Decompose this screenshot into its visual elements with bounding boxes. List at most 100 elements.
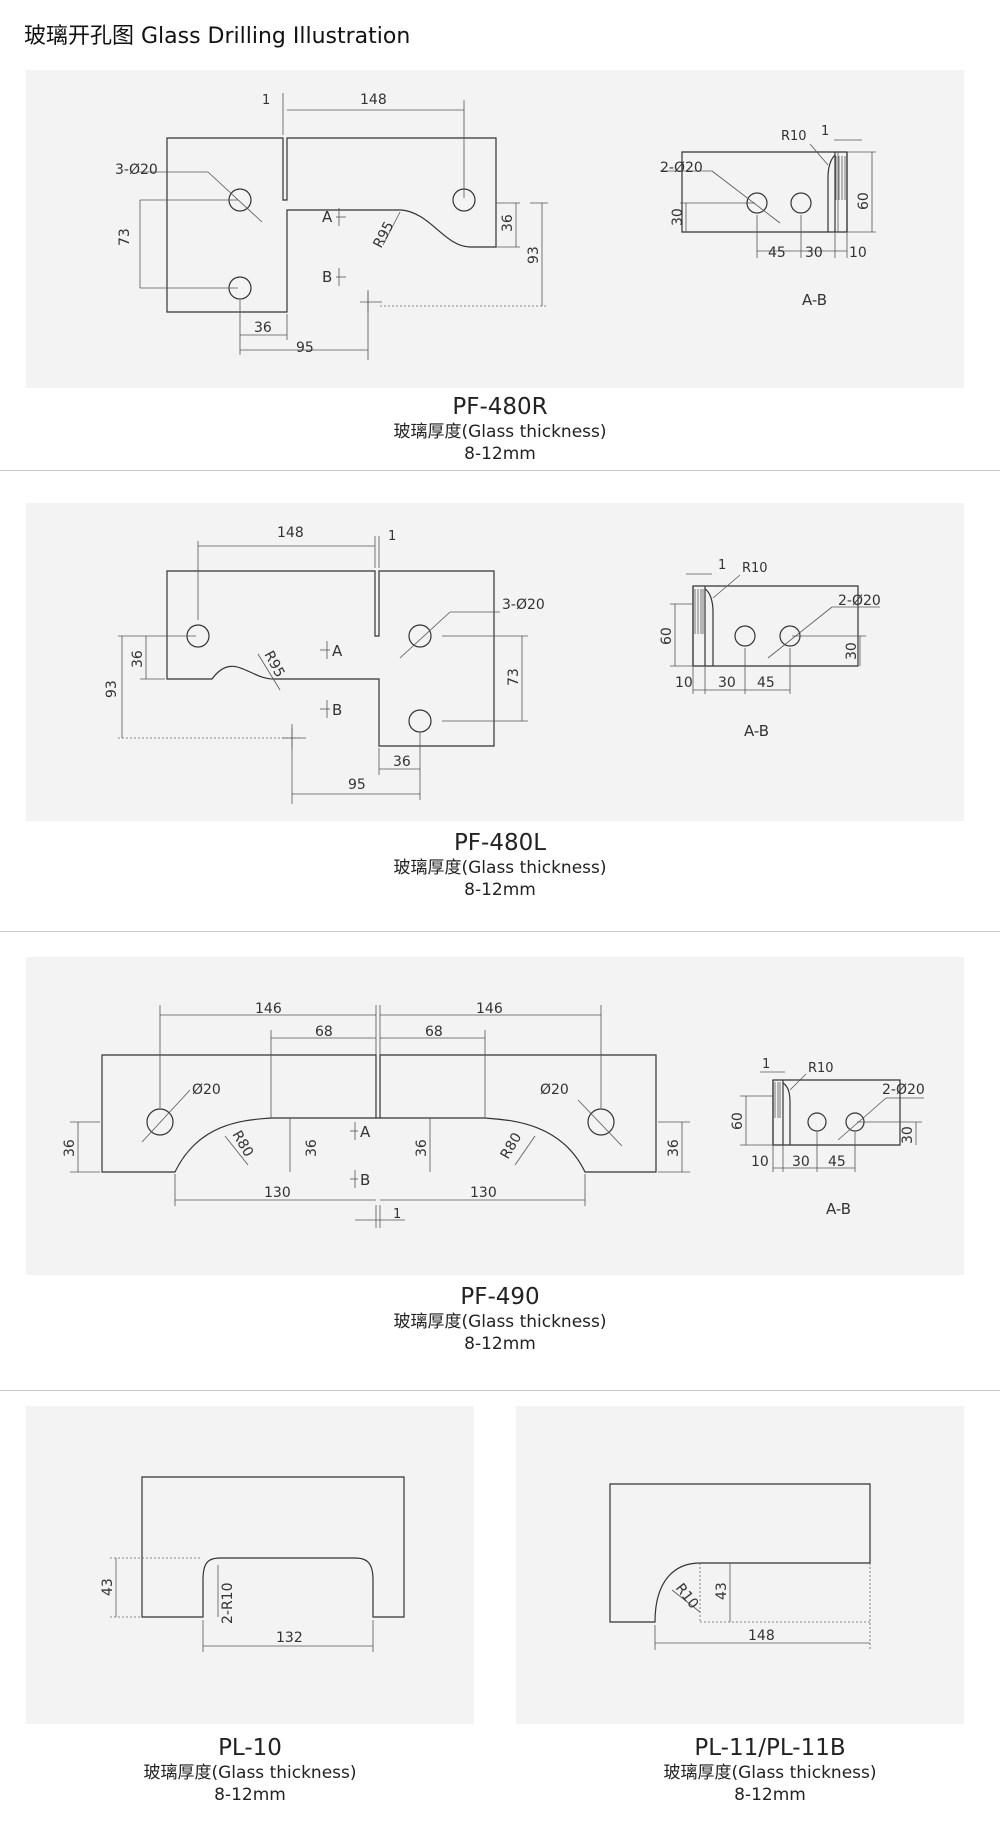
thickness-range: 8-12mm — [734, 1785, 806, 1805]
dimension-label: 60 — [730, 1112, 746, 1130]
dimension-label: 148 — [360, 92, 387, 108]
dimension-label: 36 — [130, 650, 146, 668]
dimension-label: 36 — [304, 1139, 320, 1157]
drawing-panel-pl10: 43 2-R10 132 — [26, 1406, 474, 1724]
dimension-label: 45 — [828, 1154, 846, 1170]
dimension-label: 146 — [255, 1001, 282, 1017]
model-name: PF-490 — [460, 1284, 540, 1310]
dimension-label: 2-Ø20 — [838, 593, 881, 609]
dimension-label: 2-R10 — [220, 1582, 236, 1624]
dimension-label: 3-Ø20 — [502, 597, 545, 613]
dimension-label: 45 — [768, 245, 786, 261]
dimension-label: 95 — [296, 340, 314, 356]
dimension-label: 73 — [117, 228, 133, 246]
thickness-label: 玻璃厚度(Glass thickness) — [393, 1312, 607, 1332]
dimension-label: 130 — [264, 1185, 291, 1201]
dimension-label: 43 — [100, 1578, 116, 1596]
dimension-label: 146 — [476, 1001, 503, 1017]
drawing-panel-pf480r: 3-Ø20 148 1 73 36 95 36 93 R95 A B — [26, 70, 964, 388]
dimension-label: A-B — [826, 1200, 851, 1218]
dimension-label: Ø20 — [192, 1082, 221, 1098]
dimension-label: 1 — [821, 124, 829, 139]
dimension-label: R10 — [781, 129, 807, 144]
dimension-label: 148 — [277, 525, 304, 541]
dimension-label: 30 — [792, 1154, 810, 1170]
dimension-label: R10 — [672, 1581, 702, 1613]
caption-pl10: PL-10 玻璃厚度(Glass thickness) 8-12mm — [90, 1734, 410, 1806]
thickness-label: 玻璃厚度(Glass thickness) — [143, 1763, 357, 1783]
dimension-label: 30 — [718, 675, 736, 691]
dimension-label: 60 — [659, 627, 675, 645]
drawing-pf480l: 3-Ø20 148 1 36 93 73 36 95 R95 A B — [104, 525, 881, 804]
dimension-label: R80 — [229, 1128, 257, 1160]
dimension-label: 73 — [506, 668, 522, 686]
dimension-label: A — [360, 1123, 371, 1141]
dimension-label: 36 — [500, 214, 516, 232]
dimension-label: 36 — [62, 1139, 78, 1157]
drawing-panel-pl11: R10 43 148 — [516, 1406, 964, 1724]
drawing-pf490: Ø20 Ø20 146 146 68 68 36 36 36 36 130 13… — [62, 1001, 925, 1228]
dimension-label: 10 — [751, 1154, 769, 1170]
dimension-label: 148 — [748, 1628, 775, 1644]
thickness-range: 8-12mm — [464, 1334, 536, 1354]
dimension-label: R10 — [808, 1061, 834, 1076]
section-divider — [0, 470, 1000, 471]
dimension-label: 95 — [348, 777, 366, 793]
drawing-panel-pf490: Ø20 Ø20 146 146 68 68 36 36 36 36 130 13… — [26, 957, 964, 1275]
caption-pf480l: PF-480L 玻璃厚度(Glass thickness) 8-12mm — [300, 829, 700, 901]
dimension-label: 1 — [718, 558, 726, 573]
dimension-label: 93 — [526, 246, 542, 264]
caption-pl11: PL-11/PL-11B 玻璃厚度(Glass thickness) 8-12m… — [590, 1734, 950, 1806]
dimension-label: 36 — [666, 1139, 682, 1157]
dimension-label: R95 — [370, 219, 397, 251]
dimension-label: 36 — [393, 754, 411, 770]
dimension-label: 1 — [762, 1057, 770, 1072]
thickness-label: 玻璃厚度(Glass thickness) — [393, 422, 607, 442]
dimension-label: 30 — [805, 245, 823, 261]
thickness-range: 8-12mm — [464, 444, 536, 464]
model-name: PF-480R — [452, 394, 548, 420]
dimension-label: 93 — [104, 680, 120, 698]
section-divider — [0, 931, 1000, 932]
drawing-pl11: R10 43 148 — [609, 1483, 871, 1650]
dimension-label: 30 — [844, 642, 860, 660]
model-name: PL-11/PL-11B — [694, 1735, 846, 1761]
dimension-label: 30 — [900, 1126, 916, 1144]
dimension-label: 130 — [470, 1185, 497, 1201]
dimension-label: A-B — [744, 722, 769, 740]
model-name: PF-480L — [453, 830, 547, 856]
dimension-label: A — [332, 642, 343, 660]
dimension-label: 10 — [849, 245, 867, 261]
dimension-label: 1 — [388, 529, 396, 544]
dimension-label: 43 — [714, 1582, 730, 1600]
drawing-pf480r: 3-Ø20 148 1 73 36 95 36 93 R95 A B — [115, 92, 876, 360]
caption-pf480r: PF-480R 玻璃厚度(Glass thickness) 8-12mm — [300, 393, 700, 465]
dimension-label: 60 — [856, 192, 872, 210]
dimension-label: R10 — [742, 561, 768, 576]
dimension-label: 1 — [262, 93, 270, 108]
dimension-label: 36 — [254, 320, 272, 336]
dimension-label: 68 — [315, 1024, 333, 1040]
dimension-label: Ø20 — [540, 1082, 569, 1098]
caption-pf490: PF-490 玻璃厚度(Glass thickness) 8-12mm — [300, 1283, 700, 1355]
page-title: 玻璃开孔图 Glass Drilling Illustration — [24, 24, 411, 49]
dimension-label: 30 — [670, 208, 686, 226]
dimension-label: 10 — [675, 675, 693, 691]
dimension-label: A — [322, 208, 333, 226]
dimension-label: 132 — [276, 1630, 303, 1646]
dimension-label: 1 — [393, 1207, 401, 1222]
thickness-label: 玻璃厚度(Glass thickness) — [393, 858, 607, 878]
dimension-label: 2-Ø20 — [882, 1082, 925, 1098]
dimension-label: R80 — [498, 1130, 526, 1162]
dimension-label: 2-Ø20 — [660, 160, 703, 176]
dimension-label: A-B — [802, 291, 827, 309]
dimension-label: B — [332, 701, 342, 719]
thickness-label: 玻璃厚度(Glass thickness) — [663, 1763, 877, 1783]
dimension-label: 3-Ø20 — [115, 162, 158, 178]
dimension-label: 68 — [425, 1024, 443, 1040]
drawing-pl10: 43 2-R10 132 — [100, 1476, 405, 1652]
dimension-label: B — [360, 1171, 370, 1189]
dimension-label: B — [322, 268, 332, 286]
thickness-range: 8-12mm — [214, 1785, 286, 1805]
dimension-label: 36 — [414, 1139, 430, 1157]
